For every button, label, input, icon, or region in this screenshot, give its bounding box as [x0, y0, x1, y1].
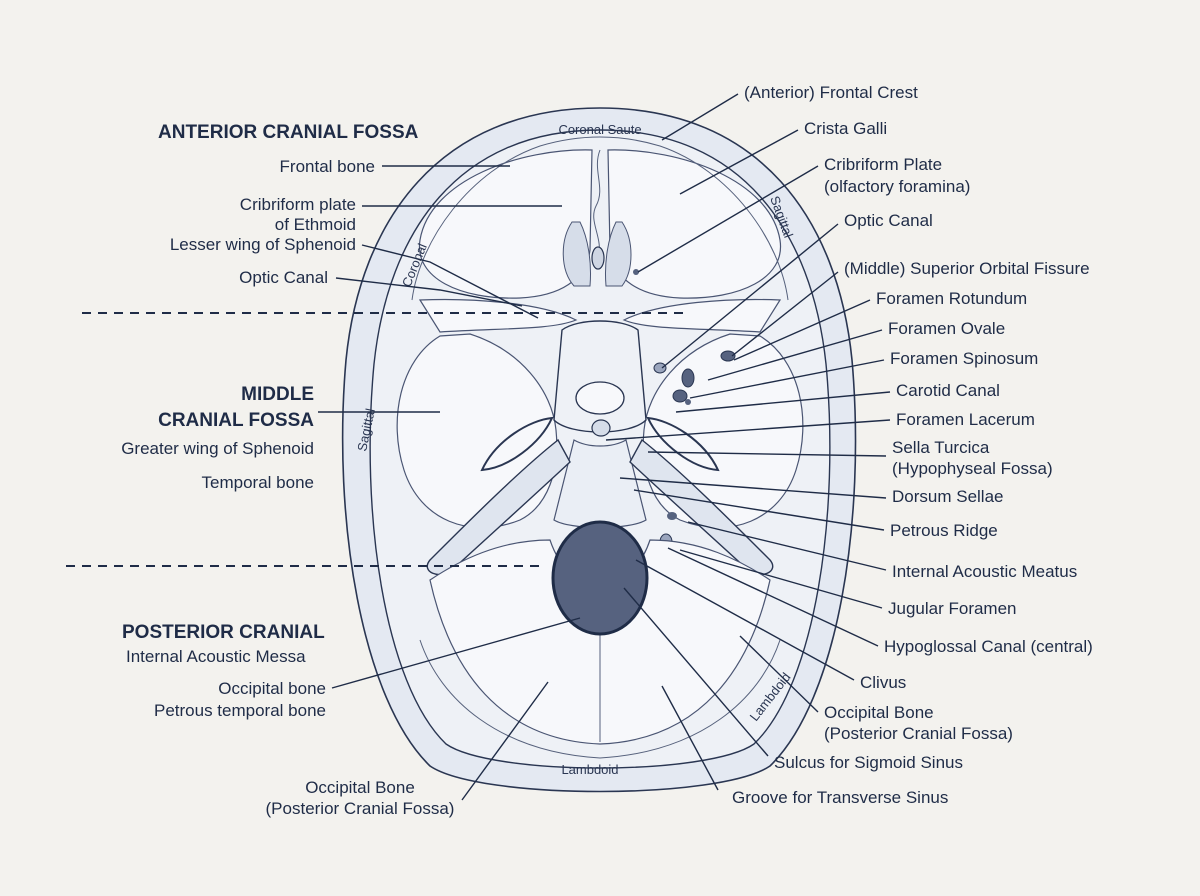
label-occipital-posterior-2: (Posterior Cranial Fossa) — [266, 799, 455, 818]
leader-occipital-bone-right — [739, 635, 819, 713]
label-frontal-bone: Frontal bone — [280, 157, 375, 176]
label-foramen-rotundum: Foramen Rotundum — [876, 289, 1027, 308]
label-petrous-ridge: Petrous Ridge — [890, 521, 998, 540]
leader-clivus — [635, 559, 855, 681]
foramen-magnum — [551, 520, 649, 636]
leader-lesser-wing — [361, 244, 539, 319]
leader-occipital-posterior — [461, 681, 549, 801]
foramen-rotundum — [681, 368, 695, 388]
label-occipital-bone-left: Occipital bone — [218, 679, 326, 698]
sella-turcica — [575, 381, 625, 415]
header-posterior-fossa: POSTERIOR CRANIAL — [122, 622, 325, 643]
label-petrous-temporal: Petrous temporal bone — [154, 701, 326, 720]
dorsum-sellae — [591, 419, 611, 437]
label-jugular-foramen: Jugular Foramen — [888, 599, 1017, 618]
internal-acoustic-meatus — [667, 512, 677, 520]
label-occipital-bone-right-1: Occipital Bone — [824, 703, 934, 722]
foramen-spinosum — [685, 399, 691, 405]
leader-frontal-crest — [661, 93, 739, 141]
label-superior-orbital-fissure: (Middle) Superior Orbital Fissure — [844, 259, 1090, 278]
clivus — [553, 439, 647, 529]
label-carotid-canal: Carotid Canal — [896, 381, 1000, 400]
label-sella-2: (Hypophyseal Fossa) — [892, 459, 1053, 478]
foramen-lacerum-right — [646, 416, 720, 472]
leader-petrous-ridge — [633, 489, 885, 531]
label-internal-acoustic-messa: Internal Acoustic Messa — [126, 647, 306, 666]
lambdoid-suture-line — [419, 639, 781, 759]
label-occipital-bone-right-2: (Posterior Cranial Fossa) — [824, 724, 1013, 743]
suture-coronal-top: Coronal Saute — [558, 122, 641, 137]
leader-optic-canal-right — [661, 223, 839, 369]
label-greater-wing: Greater wing of Sphenoid — [121, 439, 314, 458]
sphenoid-body — [553, 320, 647, 433]
leader-internal-acoustic-meatus — [687, 521, 887, 571]
coronal-suture-line — [411, 136, 789, 301]
header-anterior-fossa: ANTERIOR CRANIAL FOSSA — [158, 122, 419, 143]
leader-sella — [647, 451, 887, 457]
label-clivus: Clivus — [860, 673, 906, 692]
label-crista-galli: Crista Galli — [804, 119, 887, 138]
label-temporal-bone: Temporal bone — [202, 473, 314, 492]
label-hypoglossal-canal: Hypoglossal Canal (central) — [884, 637, 1093, 656]
lesser-wing-left — [418, 298, 578, 333]
skull-illustration — [341, 107, 857, 793]
label-frontal-crest: (Anterior) Frontal Crest — [744, 83, 918, 102]
lesser-wing-right — [622, 298, 782, 333]
cribriform-plate-left — [562, 221, 591, 287]
leader-crista-galli — [679, 129, 799, 195]
leader-dorsum-sellae — [619, 477, 887, 499]
suture-lambdoid-bottom: Lambdoid — [561, 762, 618, 777]
label-optic-canal-right: Optic Canal — [844, 211, 933, 230]
label-cribriform-plate-2: (olfactory foramina) — [824, 177, 970, 196]
leader-superior-orbital-fissure — [731, 271, 839, 357]
leader-sigmoid-sulcus — [623, 587, 769, 757]
superior-orbital-fissure — [720, 350, 736, 362]
label-optic-canal-left: Optic Canal — [239, 268, 328, 287]
leader-hypoglossal-canal — [667, 547, 879, 647]
label-foramen-lacerum: Foramen Lacerum — [896, 410, 1035, 429]
anterior-fossa-right — [607, 149, 782, 299]
leader-cribriform-plate — [637, 165, 819, 273]
leader-carotid-canal — [675, 391, 891, 413]
label-lesser-wing: Lesser wing of Sphenoid — [170, 235, 356, 254]
label-cribriform-plate-1: Cribriform Plate — [824, 155, 942, 174]
header-middle-fossa-2: CRANIAL FOSSA — [158, 410, 314, 431]
leader-optic-canal-left — [335, 277, 523, 307]
label-transverse-sinus: Groove for Transverse Sinus — [732, 788, 948, 807]
leader-jugular-foramen — [679, 549, 883, 609]
crista-galli — [591, 246, 605, 270]
label-sella-1: Sella Turcica — [892, 438, 990, 457]
label-internal-acoustic-meatus: Internal Acoustic Meatus — [892, 562, 1077, 581]
leader-foramen-lacerum — [605, 419, 891, 441]
label-foramen-spinosum: Foramen Spinosum — [890, 349, 1038, 368]
leader-transverse-sinus — [661, 685, 719, 791]
olfactory-foramina — [633, 269, 639, 275]
cribriform-plate-right — [605, 221, 632, 287]
optic-canal-right — [653, 362, 667, 374]
leader-foramen-spinosum — [689, 359, 885, 399]
label-cribriform-ethmoid-1: Cribriform plate — [240, 195, 356, 214]
label-dorsum-sellae: Dorsum Sellae — [892, 487, 1004, 506]
label-occipital-posterior-1: Occipital Bone — [305, 778, 415, 797]
label-foramen-ovale: Foramen Ovale — [888, 319, 1005, 338]
leader-foramen-ovale — [707, 329, 883, 381]
foramen-ovale — [672, 389, 688, 403]
petrous-ridge-right — [629, 438, 774, 576]
petrous-ridge-left — [426, 438, 571, 576]
frontal-crest — [593, 149, 601, 259]
leader-occipital-bone-left — [331, 617, 581, 689]
foramen-lacerum-left — [480, 416, 554, 472]
header-middle-fossa-1: MIDDLE — [241, 384, 314, 405]
label-sigmoid-sulcus: Sulcus for Sigmoid Sinus — [774, 753, 963, 772]
leader-foramen-rotundum — [733, 299, 871, 361]
label-cribriform-ethmoid-2: of Ethmoid — [275, 215, 356, 234]
